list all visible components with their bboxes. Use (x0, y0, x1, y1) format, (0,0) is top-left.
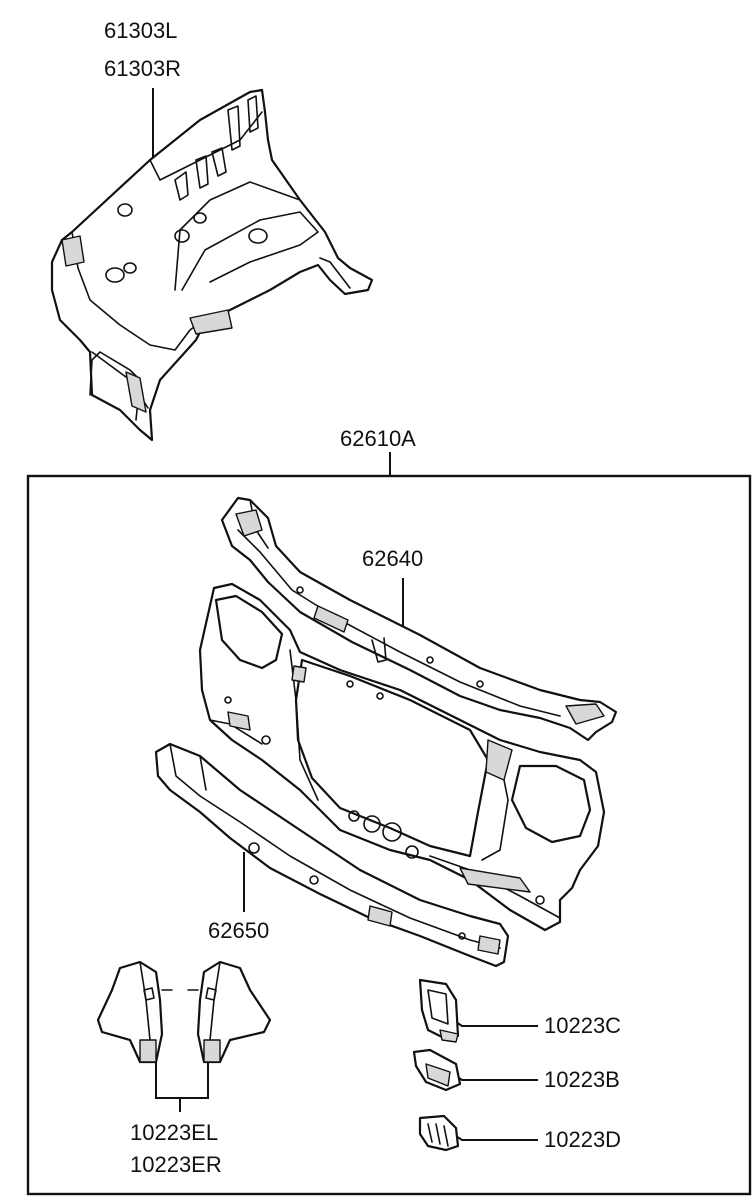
label-10223d: 10223D (544, 1127, 622, 1152)
label-10223el: 10223EL (130, 1120, 219, 1145)
bracket-er-part (187, 960, 272, 1064)
label-61303l: 61303L (104, 18, 178, 43)
bracket-el-part (96, 960, 173, 1064)
label-62640: 62640 (362, 546, 424, 571)
leader-10223b (455, 1075, 538, 1081)
upper-member-part (220, 496, 618, 742)
label-10223c: 10223C (544, 1013, 622, 1038)
leader-10223e (155, 1062, 209, 1099)
bracket-d-part (418, 1114, 460, 1152)
leader-10223c (455, 1021, 538, 1027)
front-panel-part (198, 582, 606, 932)
fender-apron-part (50, 88, 374, 442)
label-62650: 62650 (208, 918, 270, 943)
label-10223b: 10223B (544, 1067, 620, 1092)
label-62610a: 62610A (340, 426, 416, 451)
leader-10223d (455, 1135, 538, 1141)
label-10223er: 10223ER (130, 1152, 222, 1177)
lower-member-part (154, 742, 510, 968)
bracket-b-part (412, 1048, 462, 1092)
bracket-c-part (418, 978, 460, 1043)
label-61303r: 61303R (104, 56, 182, 81)
